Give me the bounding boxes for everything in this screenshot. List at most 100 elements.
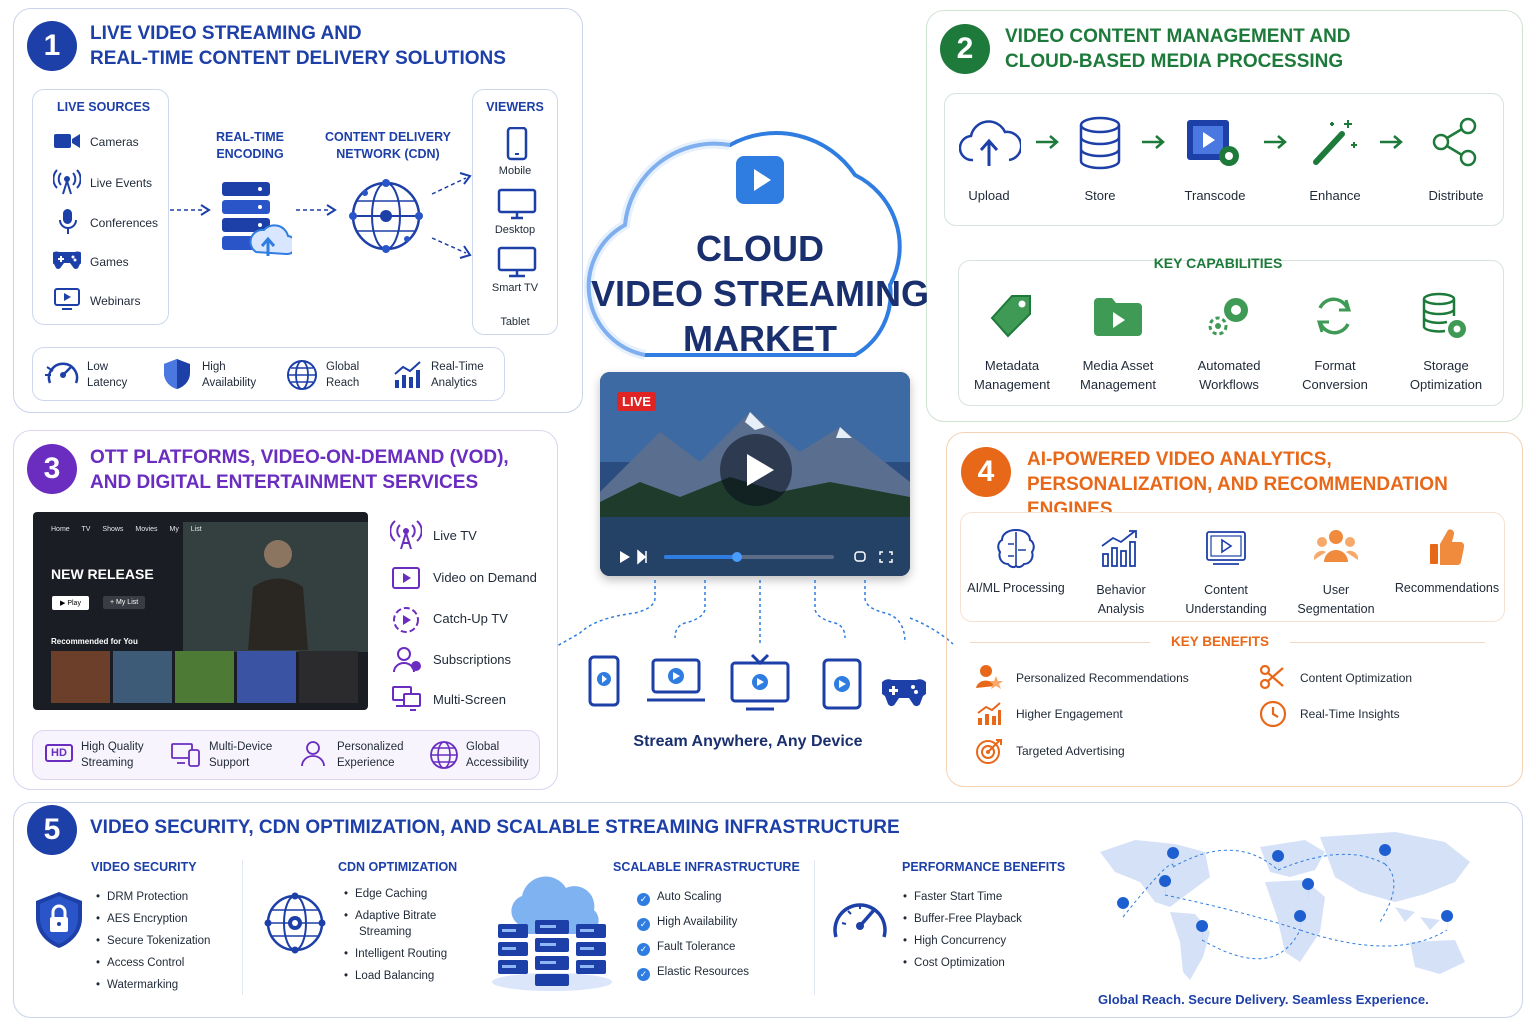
service-multi-screen: Multi-Screen [433,692,506,707]
device-connector-lines [556,580,954,647]
progress-track[interactable] [664,555,834,559]
viewer-desktop: Desktop [494,224,536,236]
benefit-higher-engagement: Higher Engagement [1016,707,1123,721]
section-4-number: 4 [961,447,1011,497]
encoding-label: REAL-TIME ENCODING [215,130,285,161]
smart-tv-icon [497,246,537,278]
analytics-recommendations: Recommendations [1394,581,1500,595]
thumbnail-3[interactable] [175,651,234,703]
cdn-label: CONTENT DELIVERY NETWORK (CDN) [325,130,451,161]
thumbnail-5[interactable] [299,651,358,703]
arrow-right-icon [1264,135,1287,149]
arrow-right-icon [1142,135,1165,149]
security-list: DRM Protection AES Encryption Secure Tok… [96,886,210,996]
progress-thumb[interactable] [732,552,742,562]
scalable-infrastructure-header: SCALABLE INFRASTRUCTURE [613,860,800,874]
section-3-number: 3 [27,444,77,494]
play-icon[interactable] [618,549,648,565]
viewer-smart-tv: Smart TV [491,282,539,294]
service-subscriptions: Subscriptions [433,652,512,667]
thumbnail-1[interactable] [51,651,110,703]
step-store: Store [1084,188,1116,203]
analytics-aiml: AI/ML Processing [967,581,1065,595]
benefit-real-time-insights: Real-Time Insights [1300,707,1400,721]
network-globe-icon [264,892,326,954]
bar-chart-icon [394,361,421,388]
mobile-icon [506,127,528,161]
processing-pipeline-box [944,93,1504,226]
broadcast-icon [53,169,81,195]
multi-screen-icon [392,686,421,711]
key-capabilities-header: KEY CAPABILITIES [1153,255,1283,271]
video-camera-icon [54,134,80,148]
check-icon: ✓ [637,918,650,931]
hero-figure [248,540,308,650]
growth-chart-icon [1101,530,1137,567]
cdn-list: Edge Caching Adaptive Bitrate Streaming … [344,886,474,984]
gamepad-icon [53,251,81,269]
target-icon [976,739,1002,764]
tv-icon [730,653,790,711]
benefit-targeted-advertising: Targeted Advertising [1016,744,1125,758]
source-webinars: Webinars [90,294,141,308]
main-title: CLOUD VIDEO STREAMING MARKET [590,228,930,359]
arrow-right-icon [170,204,211,216]
key-benefits-header: KEY BENEFITS [1150,634,1290,649]
user-group-icon [1314,530,1358,562]
globe-icon [430,741,458,769]
analytics-box [960,512,1505,622]
progress-fill [664,555,738,559]
section-2-title: VIDEO CONTENT MANAGEMENT AND CLOUD-BASED… [1005,26,1351,72]
tablet-icon [822,658,862,710]
scissors-icon [1259,664,1284,690]
check-icon: ✓ [637,893,650,906]
content-video-icon [1206,531,1246,565]
tv-play-button[interactable]: ▶ Play [52,596,89,610]
section-5-number: 5 [27,805,77,855]
hd-icon: HD [45,744,73,762]
arrow-right-icon [1036,135,1059,149]
cloud-servers-icon [492,876,612,991]
section-5-panel [13,802,1523,1018]
ai-brain-icon [997,528,1035,569]
source-cameras: Cameras [90,135,139,149]
world-map [1100,832,1470,980]
video-player[interactable]: LIVE [600,372,910,576]
section-2-panel [926,10,1523,422]
player-controls-icons[interactable] [854,550,894,564]
service-live-tv: Live TV [433,528,477,543]
laptop-icon [647,658,705,702]
globe-icon [287,360,317,390]
arrow-right-icon [296,204,337,216]
vod-icon [392,567,420,589]
tv-mylist-button[interactable]: + My List [103,596,146,609]
benefit-content-optimization: Content Optimization [1300,671,1413,685]
tagline: Stream Anywhere, Any Device [633,733,863,750]
share-icon [1432,117,1477,167]
thumbnail-4[interactable] [237,651,296,703]
clock-icon [1259,700,1287,728]
check-icon: ✓ [637,943,650,956]
big-play-icon[interactable] [718,432,794,508]
section-1-panel [13,8,583,413]
section-1-number: 1 [27,21,77,71]
benefit-personalized-recommendations: Personalized Recommendations [1016,671,1189,685]
source-live-events: Live Events [90,176,153,190]
thumbs-up-icon [1430,529,1465,566]
play-button-icon [736,156,784,204]
user-icon [301,741,325,767]
live-sources-box [32,89,169,325]
viewers-header: VIEWERS [486,100,544,114]
thumbnail-2[interactable] [113,651,172,703]
infra-list: ✓Auto Scaling ✓High Availability ✓Fault … [637,885,749,985]
subscriptions-icon [393,647,421,673]
section-2-number: 2 [940,24,990,74]
